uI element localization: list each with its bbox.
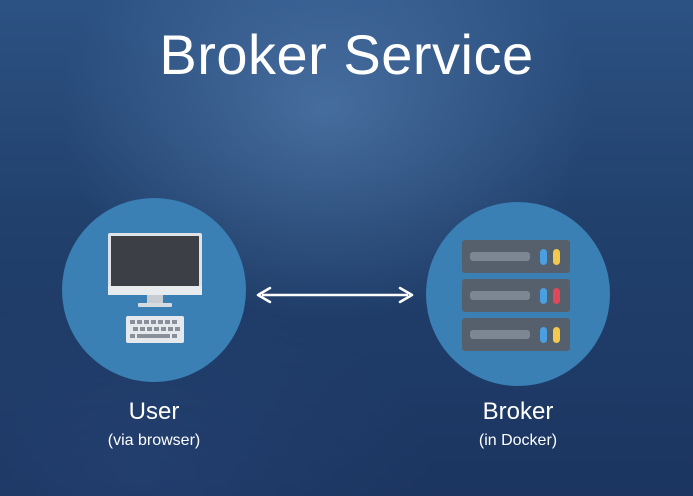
broker-label-group: Broker (in Docker): [398, 398, 638, 450]
slide-title: Broker Service: [159, 23, 534, 86]
desktop-computer-icon: [108, 233, 202, 343]
bidirectional-arrow: [256, 286, 414, 304]
server-rack-icon: [462, 240, 570, 351]
user-label: User: [128, 398, 180, 425]
user-sublabel: (via browser): [107, 432, 201, 449]
user-label-group: User (via browser): [34, 398, 274, 450]
broker-sublabel: (in Docker): [478, 432, 558, 449]
broker-label: Broker: [482, 398, 554, 425]
